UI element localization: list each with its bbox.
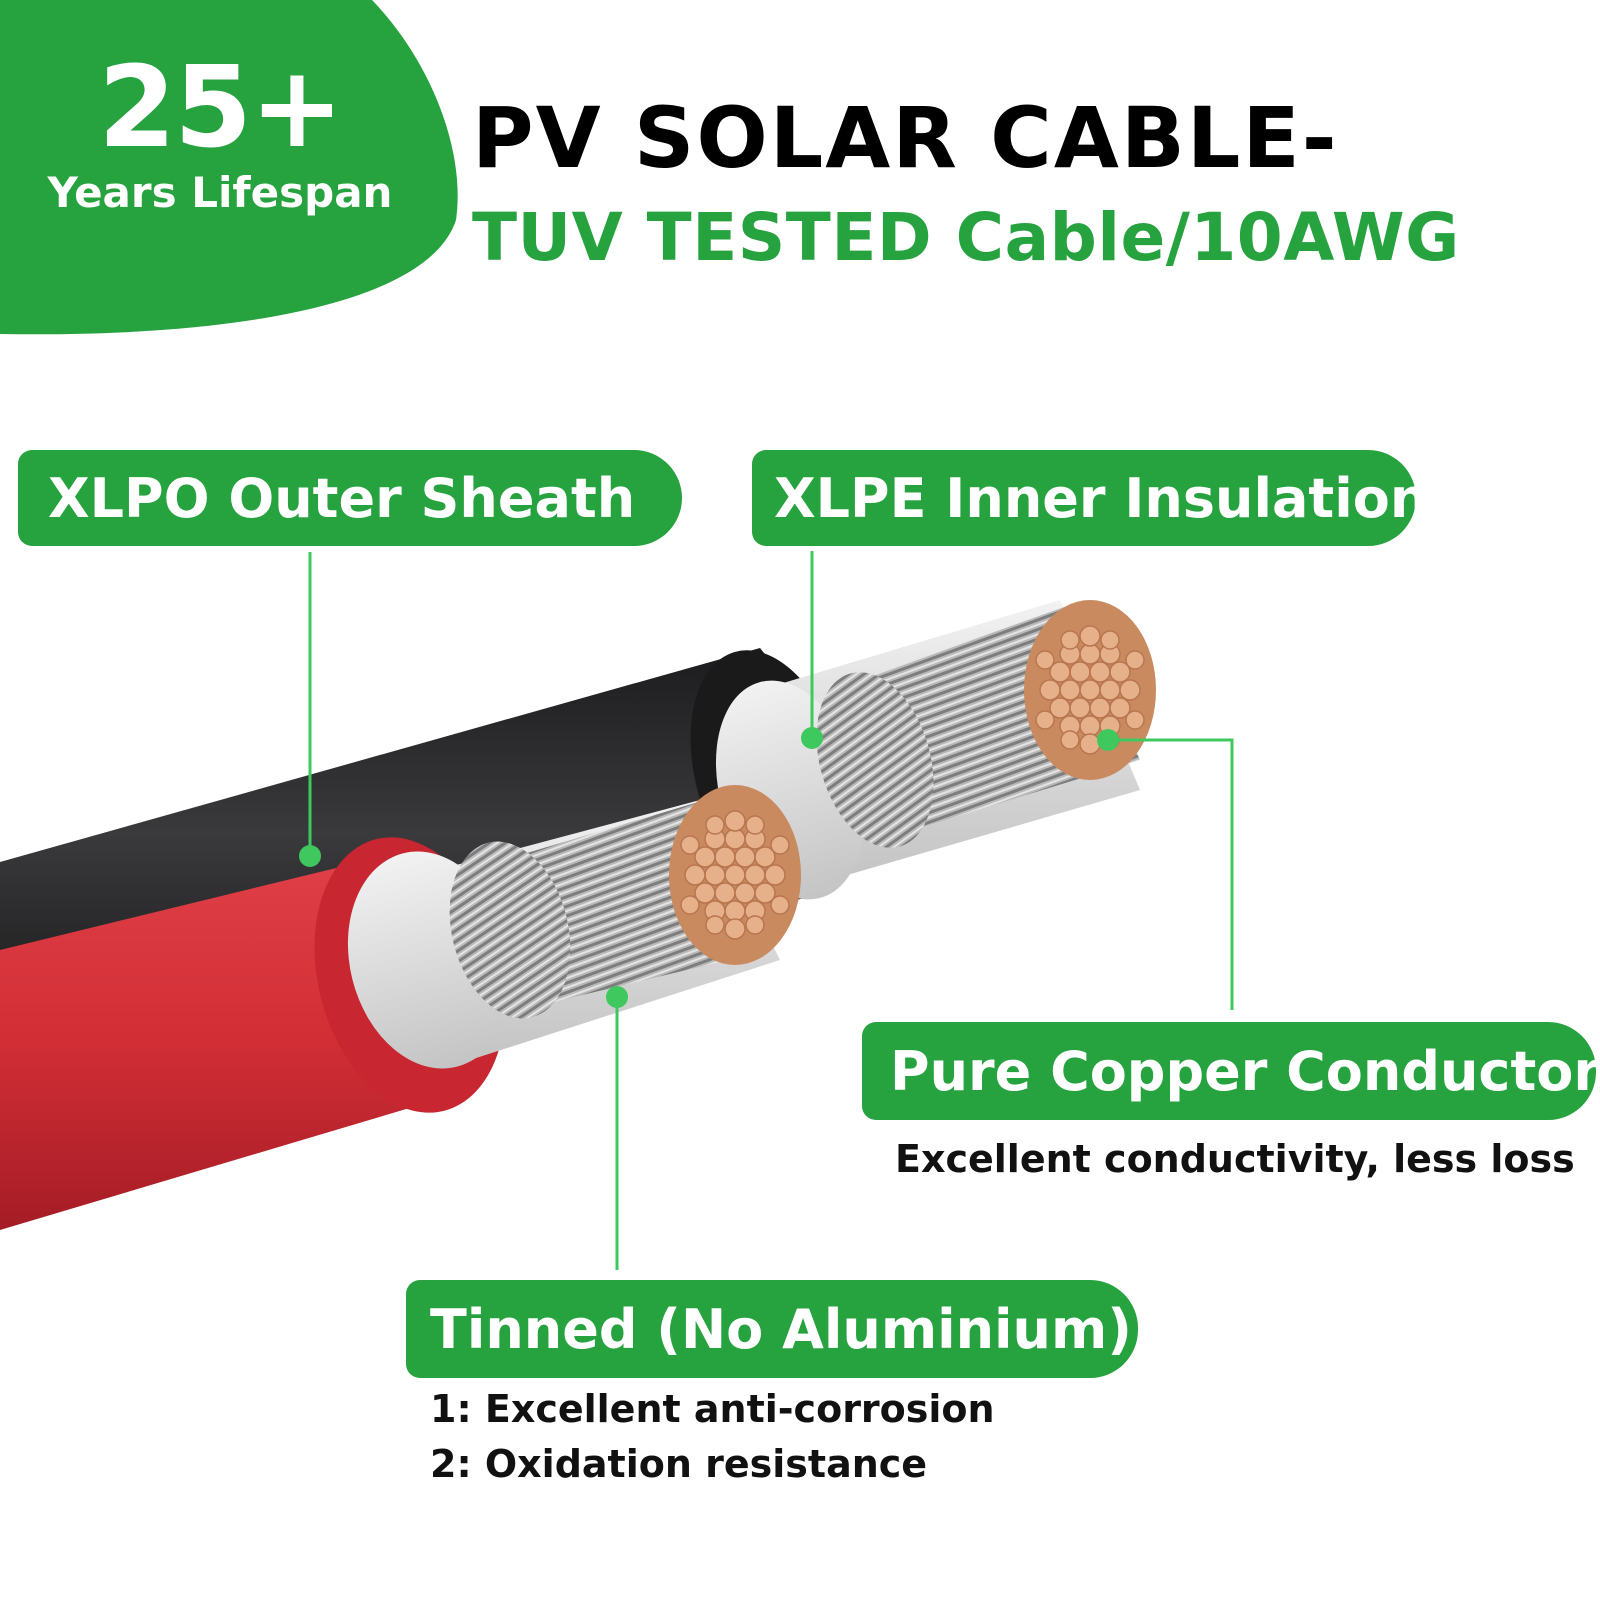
tinned-note-2: 2: Oxidation resistance (430, 1442, 928, 1486)
black-cable-copper-strands (1035, 625, 1145, 755)
tinned-label-text: Tinned (No Aluminium) (430, 1297, 1132, 1361)
outer-sheath-label: XLPO Outer Sheath (18, 450, 682, 546)
conductor-leader-line (1108, 738, 1234, 1010)
outer-sheath-label-text: XLPO Outer Sheath (48, 466, 636, 530)
leader-dots (299, 727, 1119, 1008)
product-subtitle: TUV TESTED Cable/10AWG (472, 199, 1460, 276)
red-cable (0, 785, 801, 1230)
inner-insulation-dot (801, 727, 823, 749)
conductor-dot (1097, 729, 1119, 751)
outer-sheath-dot (299, 845, 321, 867)
tinned-note-1: 1: Excellent anti-corrosion (430, 1387, 995, 1431)
tinned-dot (606, 986, 628, 1008)
conductor-label: Pure Copper Conductor (862, 1022, 1600, 1120)
tinned-label: Tinned (No Aluminium) (406, 1280, 1138, 1378)
inner-insulation-label: XLPE Inner Insulation (752, 450, 1428, 546)
red-cable-copper-strands (680, 810, 790, 940)
inner-insulation-label-text: XLPE Inner Insulation (774, 466, 1429, 530)
conductor-note: Excellent conductivity, less loss (895, 1137, 1575, 1181)
leader-lines (308, 551, 1234, 1270)
lifespan-badge-shape (0, 0, 458, 335)
lifespan-number: 25+ (98, 43, 344, 173)
product-title: PV SOLAR CABLE- (472, 89, 1339, 187)
lifespan-caption: Years Lifespan (47, 168, 393, 217)
conductor-label-text: Pure Copper Conductor (890, 1039, 1600, 1103)
